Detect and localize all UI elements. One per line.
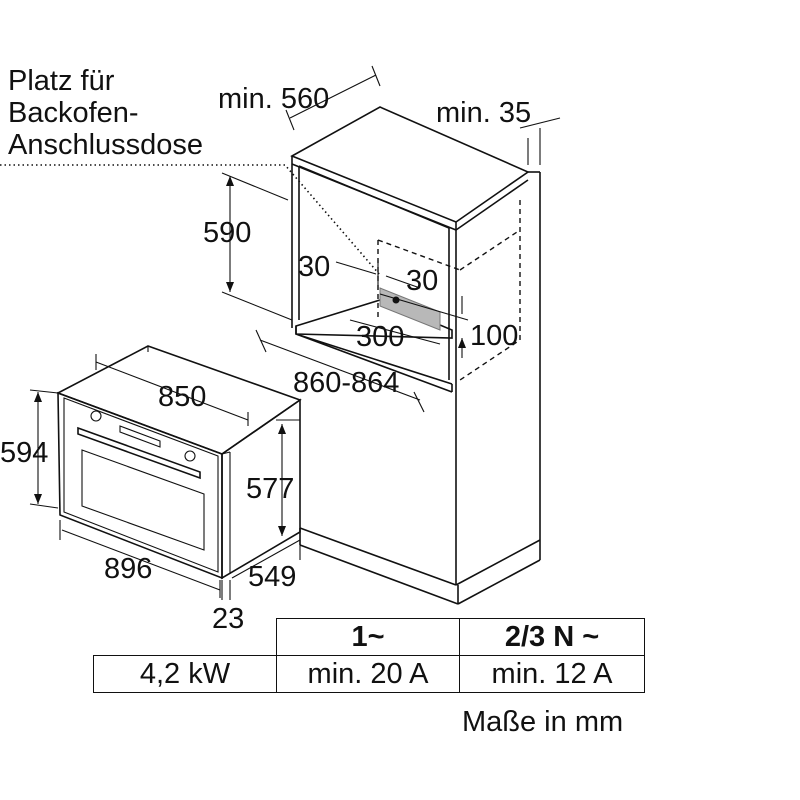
dim-oven-height: 594 (0, 437, 48, 469)
electrical-spec-table: 1~ 2/3 N ~ 4,2 kW min. 20 A min. 12 A (93, 618, 645, 693)
dim-niche-width: min. 560 (218, 83, 329, 115)
oven (56, 345, 302, 580)
units-note: Maße in mm (462, 706, 624, 738)
note-line-2: Backofen- (8, 97, 139, 129)
cabinet (290, 106, 541, 605)
table-header-row: 1~ 2/3 N ~ (94, 618, 645, 656)
dimension-labels: min. 560 min. 35 590 30 30 300 100 860-8… (0, 83, 531, 635)
dim-body-width: 549 (248, 561, 296, 593)
dim-offset-left: 30 (298, 251, 330, 283)
dim-front-thickness: 23 (212, 603, 244, 635)
header-single-phase: 1~ (276, 618, 460, 656)
dimension-lines (0, 65, 561, 600)
dim-front-width: 896 (104, 553, 152, 585)
dim-offset-right: 30 (406, 265, 438, 297)
cell-power: 4,2 kW (93, 655, 277, 693)
dim-socket-height: 100 (470, 320, 518, 352)
dim-oven-depth: 850 (158, 381, 206, 413)
dim-niche-height: 590 (203, 217, 251, 249)
cell-fuse-single: min. 20 A (276, 655, 460, 693)
table-corner (94, 619, 277, 656)
dim-rear-gap: min. 35 (436, 97, 531, 129)
dim-niche-depth: 860-864 (293, 367, 399, 399)
note-line-1: Platz für (8, 65, 115, 97)
dim-socket-width: 300 (356, 321, 404, 353)
note-label: Platz für Backofen- Anschlussdose (8, 65, 203, 161)
note-line-3: Anschlussdose (8, 129, 203, 161)
header-three-phase: 2/3 N ~ (459, 618, 645, 656)
cell-fuse-three: min. 12 A (459, 655, 645, 693)
table-row: 4,2 kW min. 20 A min. 12 A (93, 655, 645, 693)
dim-body-height: 577 (246, 473, 294, 505)
